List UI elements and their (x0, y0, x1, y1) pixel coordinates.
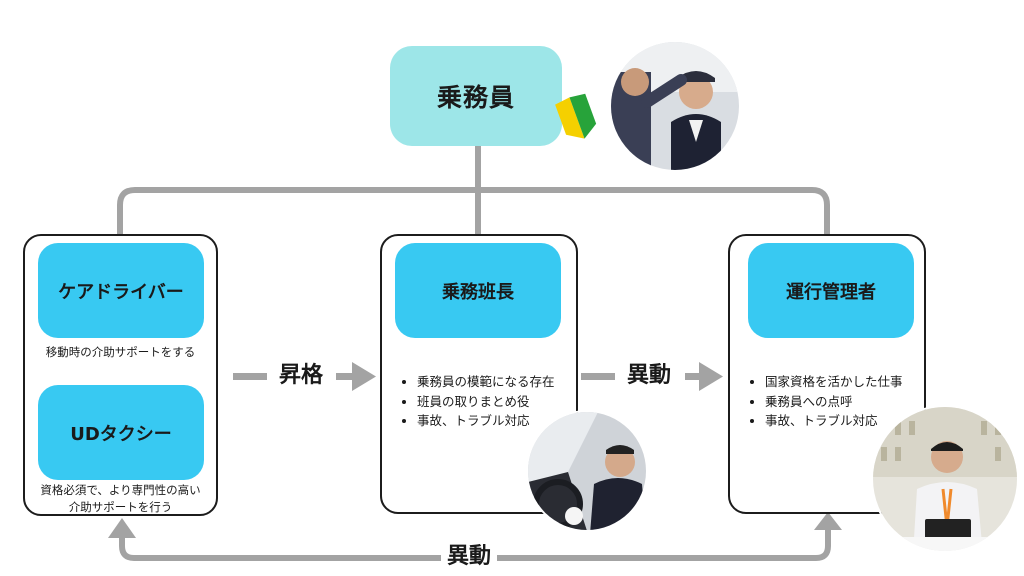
operations-manager-node: 運行管理者 (748, 243, 914, 338)
top-node-label: 乗務員 (436, 83, 515, 112)
beginner-mark-icon (555, 93, 597, 139)
care-driver-label: ケアドライバー (58, 281, 184, 303)
team-leader-duties: 乗務員の模範になる存在 班員の取りまとめ役 事故、トラブル対応 (397, 372, 555, 431)
ud-taxi-label: UDタクシー (70, 423, 172, 445)
transfer-arrow (581, 362, 723, 391)
team-leader-duty: 班員の取りまとめ役 (417, 392, 555, 412)
team-leader-duty: 事故、トラブル対応 (417, 411, 555, 431)
care-driver-node: ケアドライバー (38, 243, 204, 338)
ud-taxi-node: UDタクシー (38, 385, 204, 480)
team-leader-duty: 乗務員の模範になる存在 (417, 372, 555, 392)
ud-taxi-caption-line1: 資格必須で、より専門性の高い (40, 483, 201, 497)
bottom-arrow-right-head (814, 512, 842, 530)
crew-photo (609, 40, 741, 172)
team-leader-node: 乗務班長 (395, 243, 561, 338)
promotion-arrow (233, 362, 376, 391)
care-driver-caption: 移動時の介助サポートをする (45, 345, 196, 359)
operations-manager-duty: 事故、トラブル対応 (765, 411, 903, 431)
promotion-label: 昇格 (273, 362, 330, 390)
ud-taxi-caption-line2: 介助サポートを行う (68, 500, 173, 514)
operations-manager-label: 運行管理者 (786, 281, 876, 303)
bottom-arrow-left-head (108, 518, 136, 538)
operations-manager-duties: 国家資格を活かした仕事 乗務員への点呼 事故、トラブル対応 (745, 372, 903, 431)
tree-connector (117, 187, 830, 236)
bottom-transfer-label: 異動 (441, 543, 498, 571)
operations-manager-duty: 乗務員への点呼 (765, 392, 903, 412)
operations-manager-duty: 国家資格を活かした仕事 (765, 372, 903, 392)
ud-taxi-caption: 資格必須で、より専門性の高い 介助サポートを行う (23, 482, 218, 516)
team-leader-photo (526, 410, 648, 532)
transfer-label: 異動 (621, 362, 678, 390)
team-leader-label: 乗務班長 (442, 281, 514, 303)
top-node-crew: 乗務員 (390, 46, 562, 146)
operations-manager-photo (871, 405, 1019, 553)
